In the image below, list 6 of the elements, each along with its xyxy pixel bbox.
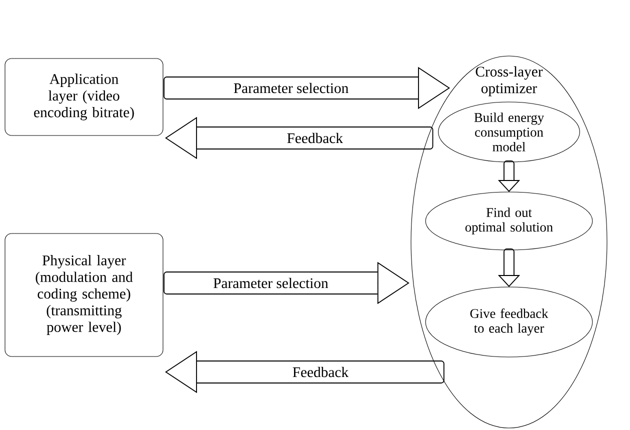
layer-box: Physical layer (modulation and coding scheme) (transmitting power level) (4, 233, 164, 357)
edge-label: Parameter selection (212, 276, 330, 290)
edge-label: Parameter selection (232, 82, 350, 94)
layer-box: Application layer (video encoding bitrate) (4, 58, 164, 136)
edge-label: Feedback (291, 366, 350, 378)
edge-label: Feedback (285, 132, 344, 144)
